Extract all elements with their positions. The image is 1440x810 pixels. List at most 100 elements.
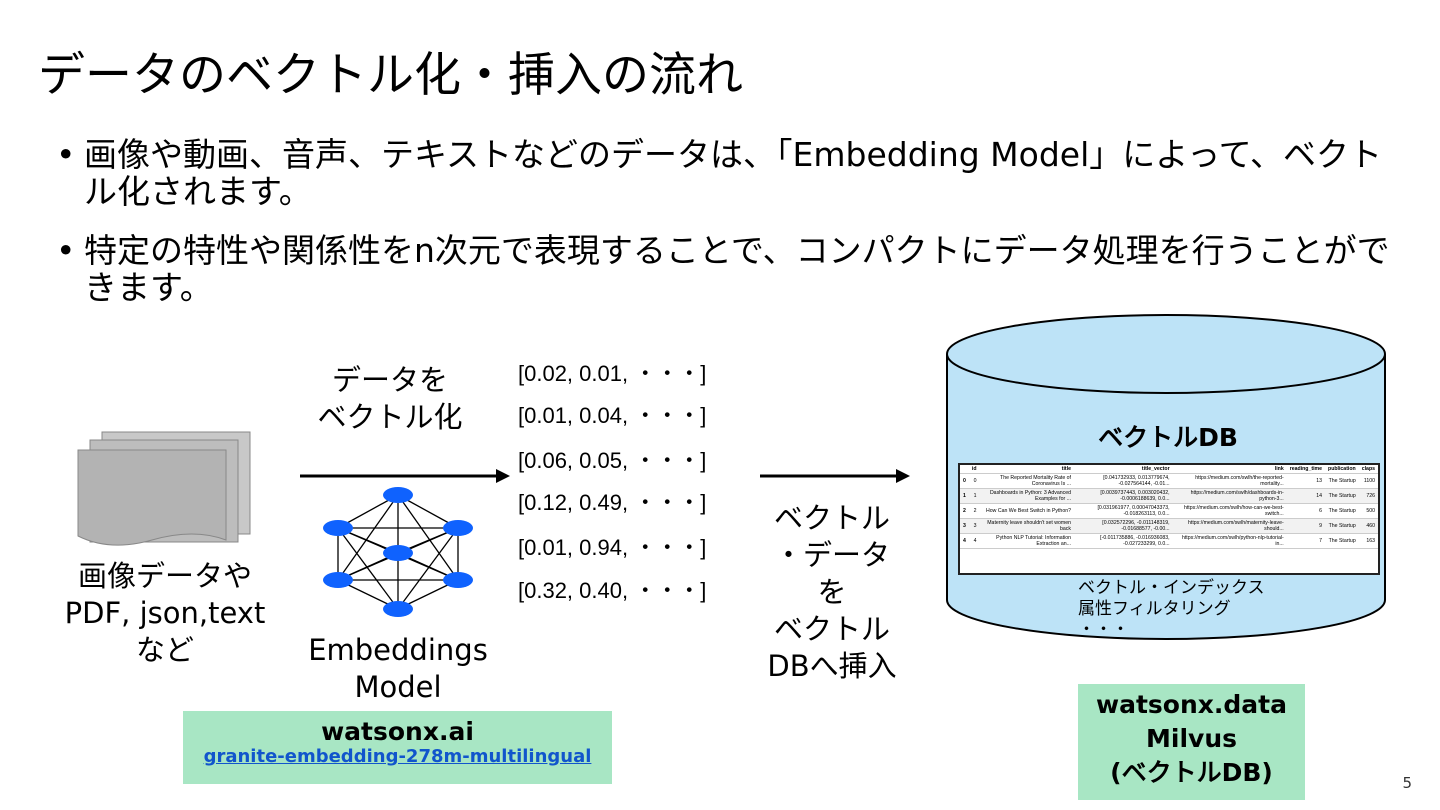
cell: The Startup bbox=[1325, 473, 1359, 489]
db-title: ベクトルDB bbox=[1098, 423, 1238, 452]
cell: 0 bbox=[960, 473, 969, 489]
arrow-right-icon bbox=[300, 469, 510, 483]
col-header: title_vector bbox=[1073, 465, 1173, 474]
cell: [-0.011735886, -0.016936083, -0.02723329… bbox=[1073, 533, 1173, 549]
cell: 13 bbox=[1286, 473, 1326, 489]
table-row: 2 2 How Can We Best Switch in Python? [0… bbox=[960, 503, 1378, 519]
insert-line-1: ベクトル bbox=[773, 501, 890, 535]
cell: 1 bbox=[960, 488, 969, 504]
model-label: Embeddings Model bbox=[290, 632, 506, 706]
source-line-2: PDF, json,text bbox=[64, 596, 266, 630]
cell: The Startup bbox=[1325, 518, 1359, 534]
cell: 1 bbox=[968, 488, 980, 504]
vector-row: [0.12, 0.49, ・・・] bbox=[518, 490, 707, 515]
cell: 14 bbox=[1286, 488, 1326, 504]
vector-row: [0.01, 0.94, ・・・] bbox=[518, 535, 707, 560]
cell: 3 bbox=[968, 518, 980, 534]
watsonx-ai-badge: watsonx.ai granite-embedding-278m-multil… bbox=[183, 711, 612, 784]
vectorize-label: データを ベクトル化 bbox=[290, 362, 490, 436]
cell: 9 bbox=[1286, 518, 1326, 534]
watsonx-data-line-3: (ベクトルDB) bbox=[1110, 758, 1273, 787]
cell: 460 bbox=[1358, 518, 1378, 534]
cell: 2 bbox=[968, 503, 980, 519]
col-header: link bbox=[1172, 465, 1287, 474]
db-table-preview: id title title_vector link reading_time … bbox=[958, 463, 1380, 575]
insert-line-5: DBへ挿入 bbox=[767, 649, 897, 683]
cell: Python NLP Tutorial: Information Extract… bbox=[979, 533, 1074, 549]
db-table: id title title_vector link reading_time … bbox=[960, 465, 1378, 549]
source-line-1: 画像データや bbox=[77, 559, 252, 593]
db-feature: ・・・ bbox=[1078, 620, 1129, 640]
cell: The Startup bbox=[1325, 533, 1359, 549]
table-row: 0 0 The Reported Mortality Rate of Coron… bbox=[960, 473, 1378, 489]
cell: 0 bbox=[968, 473, 980, 489]
cell: https://medium.com/swlh/maternity-leave-… bbox=[1172, 518, 1287, 534]
table-row: 4 4 Python NLP Tutorial: Information Ext… bbox=[960, 533, 1378, 549]
bullet-text: 画像や動画、音声、テキストなどのデータは、「Embedding Model」によ… bbox=[84, 135, 1382, 211]
col-header: reading_time bbox=[1286, 465, 1326, 474]
cell: https://medium.com/swlh/the-reported-mor… bbox=[1172, 473, 1287, 489]
page-number: 5 bbox=[1402, 774, 1412, 792]
cell: [0.041732933, 0.013779674, -0.027564144,… bbox=[1073, 473, 1173, 489]
granite-embedding-link[interactable]: granite-embedding-278m-multilingual bbox=[203, 746, 592, 767]
source-line-3: など bbox=[135, 633, 194, 667]
db-feature: ベクトル・インデックス bbox=[1078, 578, 1265, 598]
cell: 1100 bbox=[1358, 473, 1378, 489]
arrow-right-icon bbox=[760, 469, 910, 483]
cell: Maternity leave shouldn't set women back bbox=[979, 518, 1074, 534]
col-header bbox=[960, 465, 969, 474]
table-row: 3 3 Maternity leave shouldn't set women … bbox=[960, 518, 1378, 534]
model-line-1: Embeddings bbox=[308, 633, 488, 667]
vectorize-line-2: ベクトル化 bbox=[317, 400, 463, 434]
insert-line-3: を bbox=[817, 575, 847, 609]
bullet-marker: • bbox=[56, 135, 76, 174]
model-line-2: Model bbox=[354, 670, 442, 704]
watsonx-data-line-2: Milvus bbox=[1146, 724, 1237, 753]
insert-line-4: ベクトル bbox=[773, 612, 890, 646]
cell: https://medium.com/swlh/dashboards-in-py… bbox=[1172, 488, 1287, 504]
watsonx-data-line-1: watsonx.data bbox=[1096, 690, 1287, 719]
cell: [0.032572296, -0.011148319, -0.01688577,… bbox=[1073, 518, 1173, 534]
col-header: id bbox=[968, 465, 980, 474]
cell: 6 bbox=[1286, 503, 1326, 519]
neural-network-icon bbox=[323, 487, 473, 617]
cell: 3 bbox=[960, 518, 969, 534]
vectorize-line-1: データを bbox=[331, 363, 448, 397]
source-label: 画像データや PDF, json,text など bbox=[40, 558, 290, 669]
col-header: publication bbox=[1325, 465, 1359, 474]
table-header-row: id title title_vector link reading_time … bbox=[960, 465, 1378, 474]
cell: Dashboards in Python: 3 Advanced Example… bbox=[979, 488, 1074, 504]
cell: [0.031961977, 0.00047043373, -0.01826311… bbox=[1073, 503, 1173, 519]
cell: The Startup bbox=[1325, 488, 1359, 504]
vector-row: [0.01, 0.04, ・・・] bbox=[518, 403, 707, 428]
insert-line-2: ・データ bbox=[773, 538, 890, 572]
documents-icon bbox=[77, 431, 251, 546]
watsonx-ai-title: watsonx.ai bbox=[321, 717, 474, 746]
cell: 4 bbox=[968, 533, 980, 549]
cell: https://medium.com/swlh/how-can-we-best-… bbox=[1172, 503, 1287, 519]
db-features: ベクトル・インデックス 属性フィルタリング ・・・ bbox=[1078, 578, 1265, 641]
cell: 726 bbox=[1358, 488, 1378, 504]
slide-title: データのベクトル化・挿入の流れ bbox=[38, 48, 743, 103]
cell: 4 bbox=[960, 533, 969, 549]
cell: How Can We Best Switch in Python? bbox=[979, 503, 1074, 519]
watsonx-data-badge: watsonx.data Milvus (ベクトルDB) bbox=[1078, 684, 1305, 800]
table-row: 1 1 Dashboards in Python: 3 Advanced Exa… bbox=[960, 488, 1378, 504]
col-header: title bbox=[979, 465, 1074, 474]
vector-row: [0.06, 0.05, ・・・] bbox=[518, 448, 707, 473]
cell: https://medium.com/swlh/python-nlp-tutor… bbox=[1172, 533, 1287, 549]
insert-label: ベクトル ・データ を ベクトル DBへ挿入 bbox=[744, 500, 920, 685]
bullet-marker: • bbox=[56, 231, 76, 270]
cell: 500 bbox=[1358, 503, 1378, 519]
bullet-text: 特定の特性や関係性をn次元で表現することで、コンパクトにデータ処理を行うことがで… bbox=[84, 231, 1390, 307]
cell: The Startup bbox=[1325, 503, 1359, 519]
cell: 2 bbox=[960, 503, 969, 519]
cell: [0.0039737443, 0.003020432, -0.000618863… bbox=[1073, 488, 1173, 504]
cell: The Reported Mortality Rate of Coronavir… bbox=[979, 473, 1074, 489]
vector-row: [0.32, 0.40, ・・・] bbox=[518, 578, 707, 603]
vector-row: [0.02, 0.01, ・・・] bbox=[518, 361, 707, 386]
cell: 163 bbox=[1358, 533, 1378, 549]
col-header: claps bbox=[1358, 465, 1378, 474]
db-feature: 属性フィルタリング bbox=[1078, 599, 1231, 619]
cell: 7 bbox=[1286, 533, 1326, 549]
